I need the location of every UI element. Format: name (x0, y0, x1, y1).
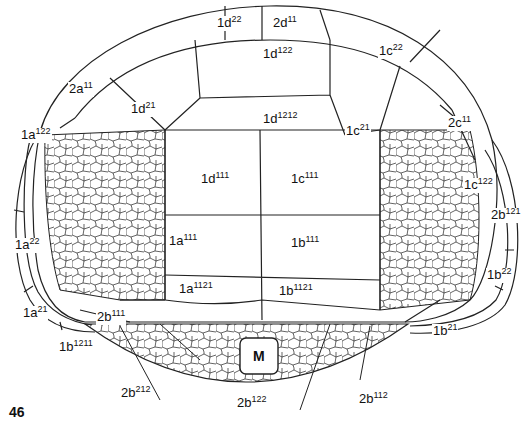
cell-label: 1d122 (262, 47, 294, 62)
cell-label: 1d111 (200, 172, 230, 187)
cell-label: 1b1211 (58, 340, 94, 355)
cell-label: 1a22 (14, 238, 40, 253)
cell-label: 2b212 (120, 386, 152, 401)
cell-label: M (252, 349, 266, 363)
cell-label: 1c22 (378, 44, 404, 59)
cell-label: 1c21 (345, 124, 371, 139)
cell-label: 2b112 (358, 392, 389, 407)
cell-label: 2b111 (96, 310, 126, 325)
cell-label: 1b21 (432, 324, 458, 339)
cell-label: 1a21 (22, 306, 48, 321)
cell-label: 2b121 (490, 208, 522, 223)
cell-label: 1d21 (130, 102, 156, 117)
cell-label: 1a1121 (178, 282, 214, 297)
cell-label: 1a111 (168, 234, 198, 249)
cell-label: 1d22 (216, 16, 242, 31)
cell-label: 1a122 (20, 128, 52, 143)
cell-label: 1b111 (290, 236, 320, 251)
cell-label: 1b22 (486, 268, 512, 283)
cell-label: 2b122 (236, 396, 268, 411)
cell-label: 2d11 (272, 16, 298, 31)
cell-label: 1b1121 (278, 284, 314, 299)
cell-label: 2c11 (447, 116, 472, 131)
cell-label: 1c111 (290, 172, 319, 187)
cell-label: 1d1212 (262, 112, 299, 127)
cell-label: 1c122 (463, 178, 494, 193)
cell-label: 2a11 (68, 82, 94, 97)
cell-label: 46 (8, 405, 26, 419)
